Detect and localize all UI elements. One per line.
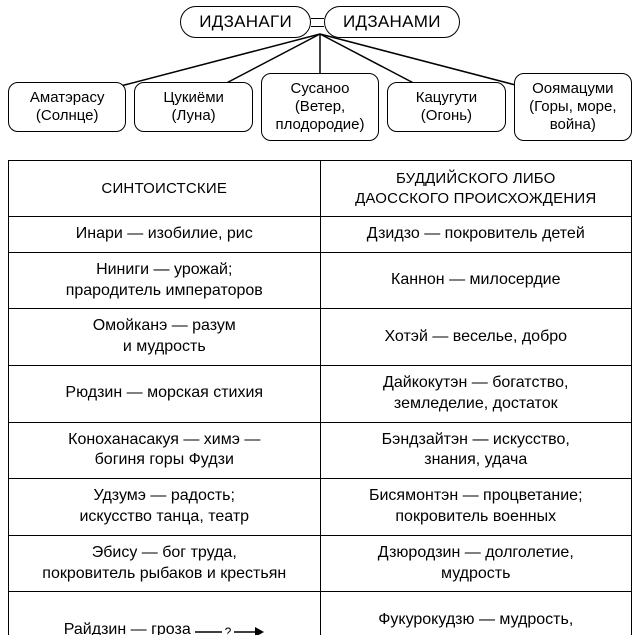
buddhist-header: БУДДИЙСКОГО ЛИБО ДАОССКОГО ПРОИСХОЖДЕНИЯ [319,160,632,217]
child-node-susanoo: Сусаноо (Ветер, плодородие) [260,73,380,141]
shinto-cell: Удзумэ — радость; искусство танца, театр [8,478,321,536]
arrow-question-label: ? [224,625,231,635]
child-node-tsukiyomi: Цукиёми (Луна) [134,82,253,132]
shinto-cell: Омойканэ — разум и мудрость [8,308,321,366]
genealogy-diagram: ИДЗАНАГИ ИДЗАНАМИ Аматэрасу (Солнце) Цук… [0,0,640,152]
raijin-label: Райдзин — гроза [63,621,191,635]
parent-node-izanagi: ИДЗАНАГИ [180,6,312,38]
child-node-oyamatsumi: Ооямацуми (Горы, море, война) [513,73,633,141]
child-node-katsuguti: Кацугути (Огонь) [387,82,506,132]
buddhist-cell: Дзюродзин — долголетие, мудрость [319,534,632,593]
parent-deities-row: ИДЗАНАГИ ИДЗАНАМИ [0,6,640,38]
buddhist-cell: Дайкокутэн — богатство, земледелие, дост… [319,364,632,423]
buddhist-cell: Хотэй — веселье, добро [319,308,632,366]
table-row: Райдзин — гроза ? Фукурокудзю — мудрость… [8,591,632,635]
raijin-cell-content: Райдзин — гроза ? [13,620,316,635]
buddhist-cell: Дзидзо — покровитель детей [319,216,632,253]
shinto-header: СИНТОИСТСКИЕ [8,160,321,217]
table-row: Инари — изобилие, рис Дзидзо — покровите… [8,216,632,253]
table-row: Эбису — бог труда, покровитель рыбаков и… [8,534,632,593]
child-node-amaterasu: Аматэрасу (Солнце) [8,82,127,132]
table-row: Удзумэ — радость; искусство танца, театр… [8,478,632,536]
question-arrow-icon: ? [194,625,264,635]
shinto-cell: Эбису — бог труда, покровитель рыбаков и… [8,534,321,593]
deities-table: СИНТОИСТСКИЕ БУДДИЙСКОГО ЛИБО ДАОССКОГО … [8,160,632,635]
shinto-cell: Ниниги — урожай; прародитель императоров [8,251,321,310]
table-header-row: СИНТОИСТСКИЕ БУДДИЙСКОГО ЛИБО ДАОССКОГО … [8,160,632,217]
marriage-link-icon [311,17,325,27]
table-row: Ниниги — урожай; прародитель императоров… [8,251,632,310]
table-row: Рюдзин — морская стихия Дайкокутэн — бог… [8,364,632,423]
buddhist-cell: Фукурокудзю — мудрость, счастье [319,591,632,635]
shinto-cell: Инари — изобилие, рис [8,216,321,253]
child-deities-row: Аматэрасу (Солнце) Цукиёми (Луна) Сусано… [8,66,633,148]
shinto-cell: Райдзин — гроза ? [8,591,321,635]
parent-node-izanami: ИДЗАНАМИ [324,6,460,38]
shinto-cell: Коноханасакуя — химэ — богиня горы Фудзи [8,421,321,480]
buddhist-cell: Бэндзайтэн — искусство, знания, удача [319,421,632,480]
shinto-cell: Рюдзин — морская стихия [8,364,321,423]
table-row: Омойканэ — разум и мудрость Хотэй — весе… [8,308,632,366]
buddhist-cell: Каннон — милосердие [319,251,632,310]
table-row: Коноханасакуя — химэ — богиня горы Фудзи… [8,421,632,480]
buddhist-cell: Бисямонтэн — процветание; покровитель во… [319,478,632,536]
